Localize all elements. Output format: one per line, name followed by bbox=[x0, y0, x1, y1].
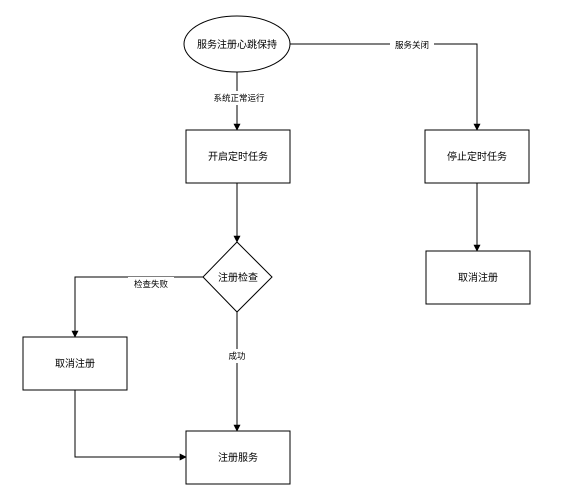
node-start-label: 服务注册心跳保持 bbox=[197, 38, 277, 51]
node-register-service[interactable]: 注册服务 bbox=[185, 430, 291, 485]
node-stop-timer[interactable]: 停止定时任务 bbox=[424, 129, 530, 184]
node-cancel-left[interactable]: 取消注册 bbox=[22, 336, 128, 391]
node-cancel-left-label: 取消注册 bbox=[55, 357, 95, 370]
edge-cancel-left-to-register bbox=[74, 390, 187, 461]
node-start-timer[interactable]: 开启定时任务 bbox=[185, 129, 291, 184]
node-stop-timer-label: 停止定时任务 bbox=[447, 150, 507, 163]
node-register-service-label: 注册服务 bbox=[218, 451, 258, 464]
edge-start-to-stop-timer bbox=[290, 43, 481, 131]
edge-label-system-running: 系统正常运行 bbox=[213, 93, 265, 104]
edge-label-success: 成功 bbox=[228, 351, 245, 362]
node-check[interactable]: 注册检查 bbox=[202, 241, 273, 313]
node-start-timer-label: 开启定时任务 bbox=[208, 150, 268, 163]
edge-label-check-failed: 检查失败 bbox=[134, 279, 169, 290]
node-start[interactable]: 服务注册心跳保持 bbox=[183, 15, 291, 73]
edge-label-service-closed: 服务关闭 bbox=[395, 40, 429, 51]
node-cancel-right-label: 取消注册 bbox=[458, 271, 498, 284]
node-check-label: 注册检查 bbox=[218, 271, 258, 284]
node-cancel-right[interactable]: 取消注册 bbox=[425, 250, 531, 305]
